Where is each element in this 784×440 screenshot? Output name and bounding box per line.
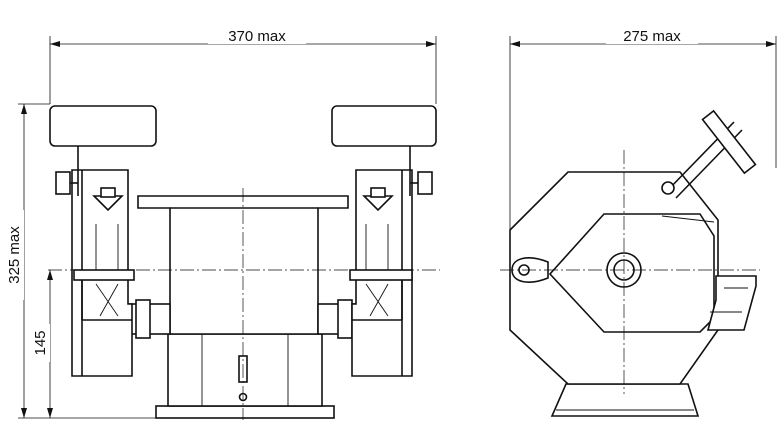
base-plate	[155, 405, 335, 419]
right-knob	[417, 171, 433, 195]
label-side-depth: 275 max	[623, 28, 681, 45]
label-front-width: 370 max	[228, 28, 286, 45]
dimension-spindle-height: 145	[30, 270, 53, 418]
dimension-total-height: 325 max	[4, 103, 156, 419]
side-view	[500, 109, 760, 417]
side-eye-shield	[701, 109, 757, 175]
side-base	[550, 383, 700, 417]
front-view	[48, 105, 440, 420]
dimension-front-width: 370 max	[49, 24, 437, 104]
left-knob	[55, 171, 71, 195]
shield-pivot-knob	[661, 181, 675, 195]
dimension-side-depth: 275 max	[509, 24, 777, 230]
label-total-height: 325 max	[6, 226, 23, 284]
tool-rest	[706, 275, 757, 331]
label-spindle-height: 145	[32, 330, 49, 355]
right-eye-shield	[331, 105, 437, 147]
left-eye-shield	[49, 105, 157, 147]
